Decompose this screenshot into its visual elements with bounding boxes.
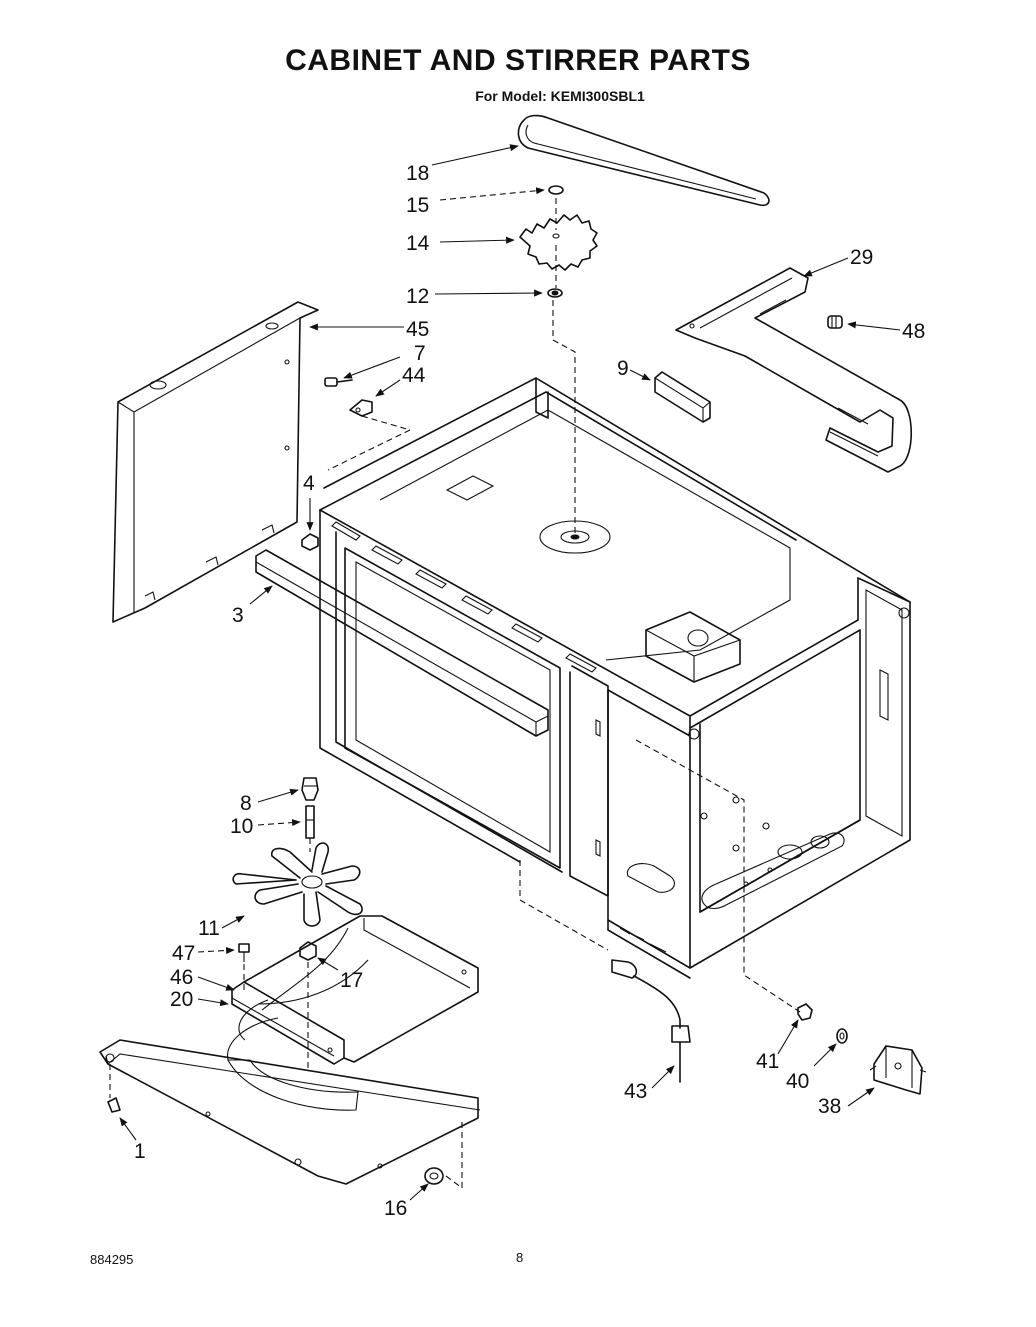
callout-9: 9 bbox=[617, 357, 629, 380]
air-guide-part-20 bbox=[227, 915, 479, 1111]
callout-3: 3 bbox=[232, 604, 244, 627]
temperature-probe-part-43 bbox=[611, 959, 691, 1083]
nut-part-41 bbox=[797, 1003, 813, 1021]
switch-part-38 bbox=[869, 1045, 927, 1095]
probe-alignment-line bbox=[519, 860, 609, 951]
spacer-block-part-9 bbox=[654, 371, 711, 423]
foot-alignment-line bbox=[445, 1120, 463, 1190]
callout-45: 45 bbox=[406, 318, 429, 341]
callout-29: 29 bbox=[850, 246, 873, 269]
side-panel-part-45 bbox=[112, 301, 319, 623]
callout-18: 18 bbox=[406, 162, 429, 185]
screw-part-48 bbox=[827, 315, 843, 329]
callout-46: 46 bbox=[170, 966, 193, 989]
callout-40: 40 bbox=[786, 1070, 809, 1093]
callout-12: 12 bbox=[406, 285, 429, 308]
callout-1: 1 bbox=[134, 1140, 146, 1163]
callout-43: 43 bbox=[624, 1080, 647, 1103]
stirrer-shaft-part-10 bbox=[305, 805, 315, 839]
main-cabinet bbox=[319, 377, 911, 979]
base-plate bbox=[99, 1039, 481, 1185]
shaft-bushing-part-8 bbox=[301, 777, 319, 801]
screw-part-47 bbox=[238, 943, 250, 962]
clip-part-15 bbox=[548, 185, 564, 195]
nut-part-17 bbox=[299, 941, 317, 961]
stirrer-pulley-part-14 bbox=[519, 214, 598, 271]
mounting-bracket-part-29 bbox=[675, 267, 913, 473]
latch-part-44 bbox=[349, 399, 373, 417]
callout-47: 47 bbox=[172, 942, 195, 965]
callout-41: 41 bbox=[756, 1050, 779, 1073]
callout-15: 15 bbox=[406, 194, 429, 217]
bracket-alignment-line bbox=[635, 739, 801, 1013]
nut-part-4 bbox=[301, 533, 319, 551]
callout-44: 44 bbox=[402, 364, 426, 387]
stirrer-fan-part-11 bbox=[232, 842, 363, 927]
washer-part-12 bbox=[547, 288, 563, 298]
callout-4: 4 bbox=[303, 472, 315, 495]
callout-labels: 18 15 14 12 29 45 48 7 44 9 4 3 8 10 11 … bbox=[134, 162, 925, 1220]
callout-10: 10 bbox=[230, 815, 253, 838]
stirrer-shaft-centerline bbox=[552, 198, 576, 535]
screw-part-1 bbox=[107, 1064, 121, 1113]
stirrer-belt-part-18 bbox=[517, 114, 770, 207]
callout-20: 20 bbox=[170, 988, 193, 1011]
page-number: 8 bbox=[516, 1250, 524, 1265]
leader-lines bbox=[119, 144, 901, 1201]
callout-16: 16 bbox=[384, 1197, 407, 1220]
model-subtitle: For Model: KEMI300SBL1 bbox=[475, 88, 645, 104]
washer-part-40 bbox=[836, 1028, 848, 1044]
screw-part-7 bbox=[324, 377, 353, 387]
callout-38: 38 bbox=[818, 1095, 841, 1118]
latch-alignment-line bbox=[327, 415, 412, 471]
callout-8: 8 bbox=[240, 792, 252, 815]
callout-11: 11 bbox=[198, 917, 220, 940]
callout-48: 48 bbox=[902, 320, 925, 343]
document-number: 884295 bbox=[90, 1252, 134, 1267]
diagram-title: CABINET AND STIRRER PARTS bbox=[285, 44, 751, 77]
callout-14: 14 bbox=[406, 232, 430, 255]
callout-17: 17 bbox=[340, 969, 363, 992]
front-trim-part-3 bbox=[255, 549, 549, 737]
callout-7: 7 bbox=[414, 342, 426, 365]
foot-part-16 bbox=[424, 1167, 444, 1185]
